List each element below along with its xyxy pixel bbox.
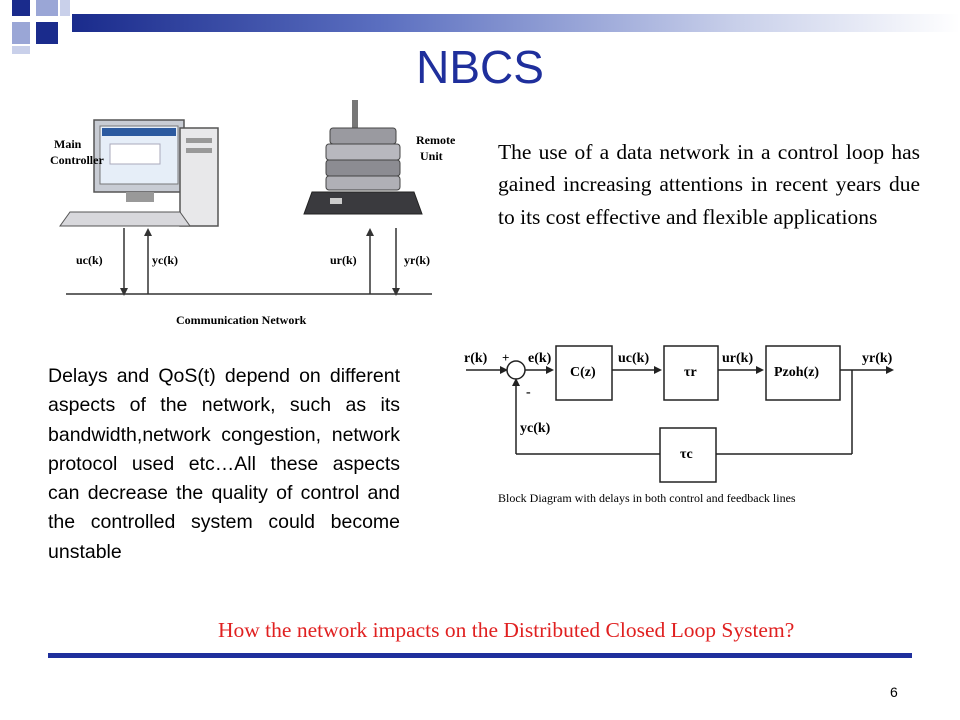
control-delay-block bbox=[663, 345, 719, 401]
computer-icon bbox=[59, 119, 219, 227]
error-label: e(k) bbox=[528, 351, 552, 366]
slide-decoration bbox=[12, 0, 70, 54]
plant-block-label: Pzoh(z) bbox=[774, 365, 819, 380]
plus-sign: + bbox=[502, 350, 509, 365]
controller-block bbox=[555, 345, 613, 401]
slide-number: 6 bbox=[890, 684, 898, 700]
minus-sign: - bbox=[526, 385, 531, 400]
remote-unit-label-2: Unit bbox=[420, 149, 443, 163]
signal-yr-label: yr(k) bbox=[404, 253, 430, 267]
remote-unit-label-1: Remote bbox=[416, 133, 456, 147]
uc-label: uc(k) bbox=[618, 351, 649, 366]
controller-block-label: C(z) bbox=[570, 365, 596, 380]
header-bar bbox=[72, 14, 960, 32]
paragraph-network-use: The use of a data network in a control l… bbox=[498, 140, 920, 229]
key-question: How the network impacts on the Distribut… bbox=[218, 618, 795, 642]
network-label: Communication Network bbox=[176, 313, 307, 327]
remote-unit-icon bbox=[303, 100, 423, 215]
signal-uc-label: uc(k) bbox=[76, 253, 103, 267]
signal-ur-label: ur(k) bbox=[330, 253, 357, 267]
plant-block bbox=[765, 345, 841, 401]
block-diagram-caption: Block Diagram with delays in both contro… bbox=[498, 491, 796, 505]
signal-yc-label: yc(k) bbox=[152, 253, 178, 267]
control-delay-label: τr bbox=[684, 365, 697, 380]
ur-label: ur(k) bbox=[722, 351, 753, 366]
summing-junction bbox=[506, 360, 526, 380]
input-label: r(k) bbox=[464, 351, 488, 366]
main-controller-label-2: Controller bbox=[50, 153, 104, 167]
footer-rule bbox=[48, 653, 912, 658]
slide-title: NBCS bbox=[416, 41, 544, 93]
network-figure: Main Controller Remote Unit uc(k) yc(k) … bbox=[50, 100, 456, 327]
main-controller-label-1: Main bbox=[54, 137, 82, 151]
feedback-delay-block bbox=[659, 427, 717, 483]
feedback-delay-label: τc bbox=[680, 447, 693, 462]
block-diagram: r(k) + - e(k) C(z) uc(k) τr ur(k) Pzoh(z… bbox=[464, 345, 894, 505]
output-label: yr(k) bbox=[862, 351, 893, 366]
paragraph-delays-qos: Delays and QoS(t) depend on different as… bbox=[48, 365, 400, 563]
feedback-signal-label: yc(k) bbox=[520, 421, 551, 436]
